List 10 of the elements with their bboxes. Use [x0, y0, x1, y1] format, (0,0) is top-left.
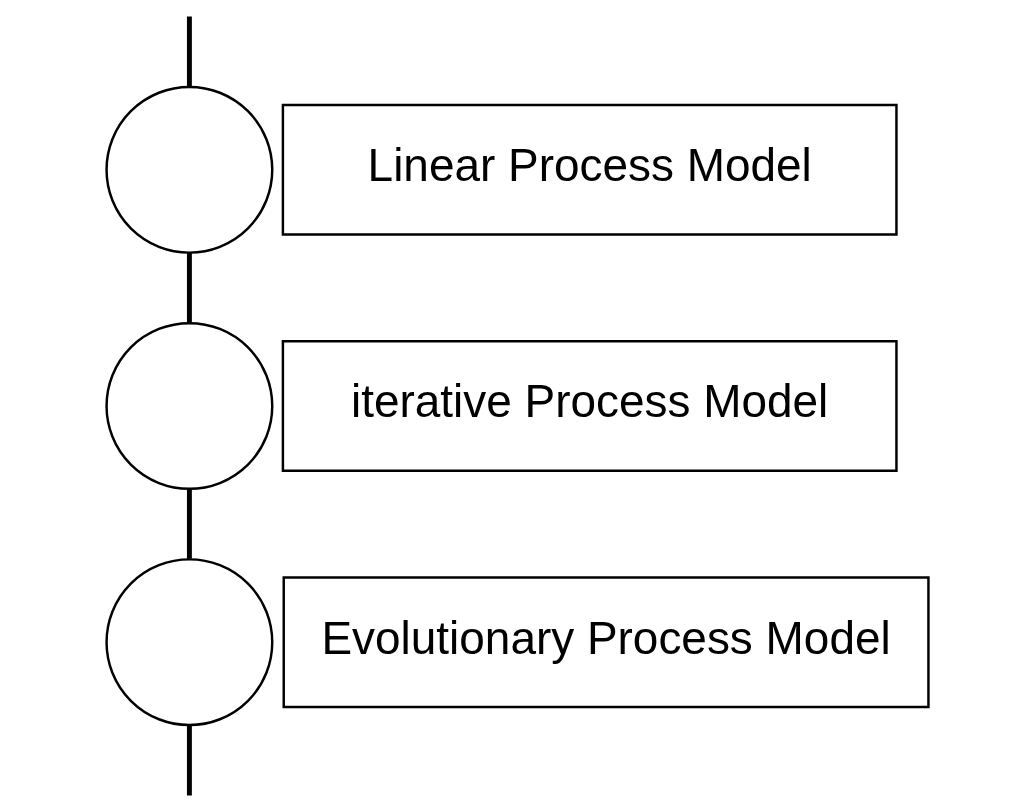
node-box: iterative Process Model [281, 339, 898, 473]
node-box: Linear Process Model [281, 103, 898, 236]
node-circle [105, 85, 274, 254]
connector [186, 489, 192, 559]
node-circle [105, 321, 274, 491]
node-circle [105, 558, 274, 727]
connector [186, 725, 192, 796]
connector [186, 252, 192, 323]
connector [186, 16, 192, 87]
node-box: Evolutionary Process Model [282, 576, 930, 709]
